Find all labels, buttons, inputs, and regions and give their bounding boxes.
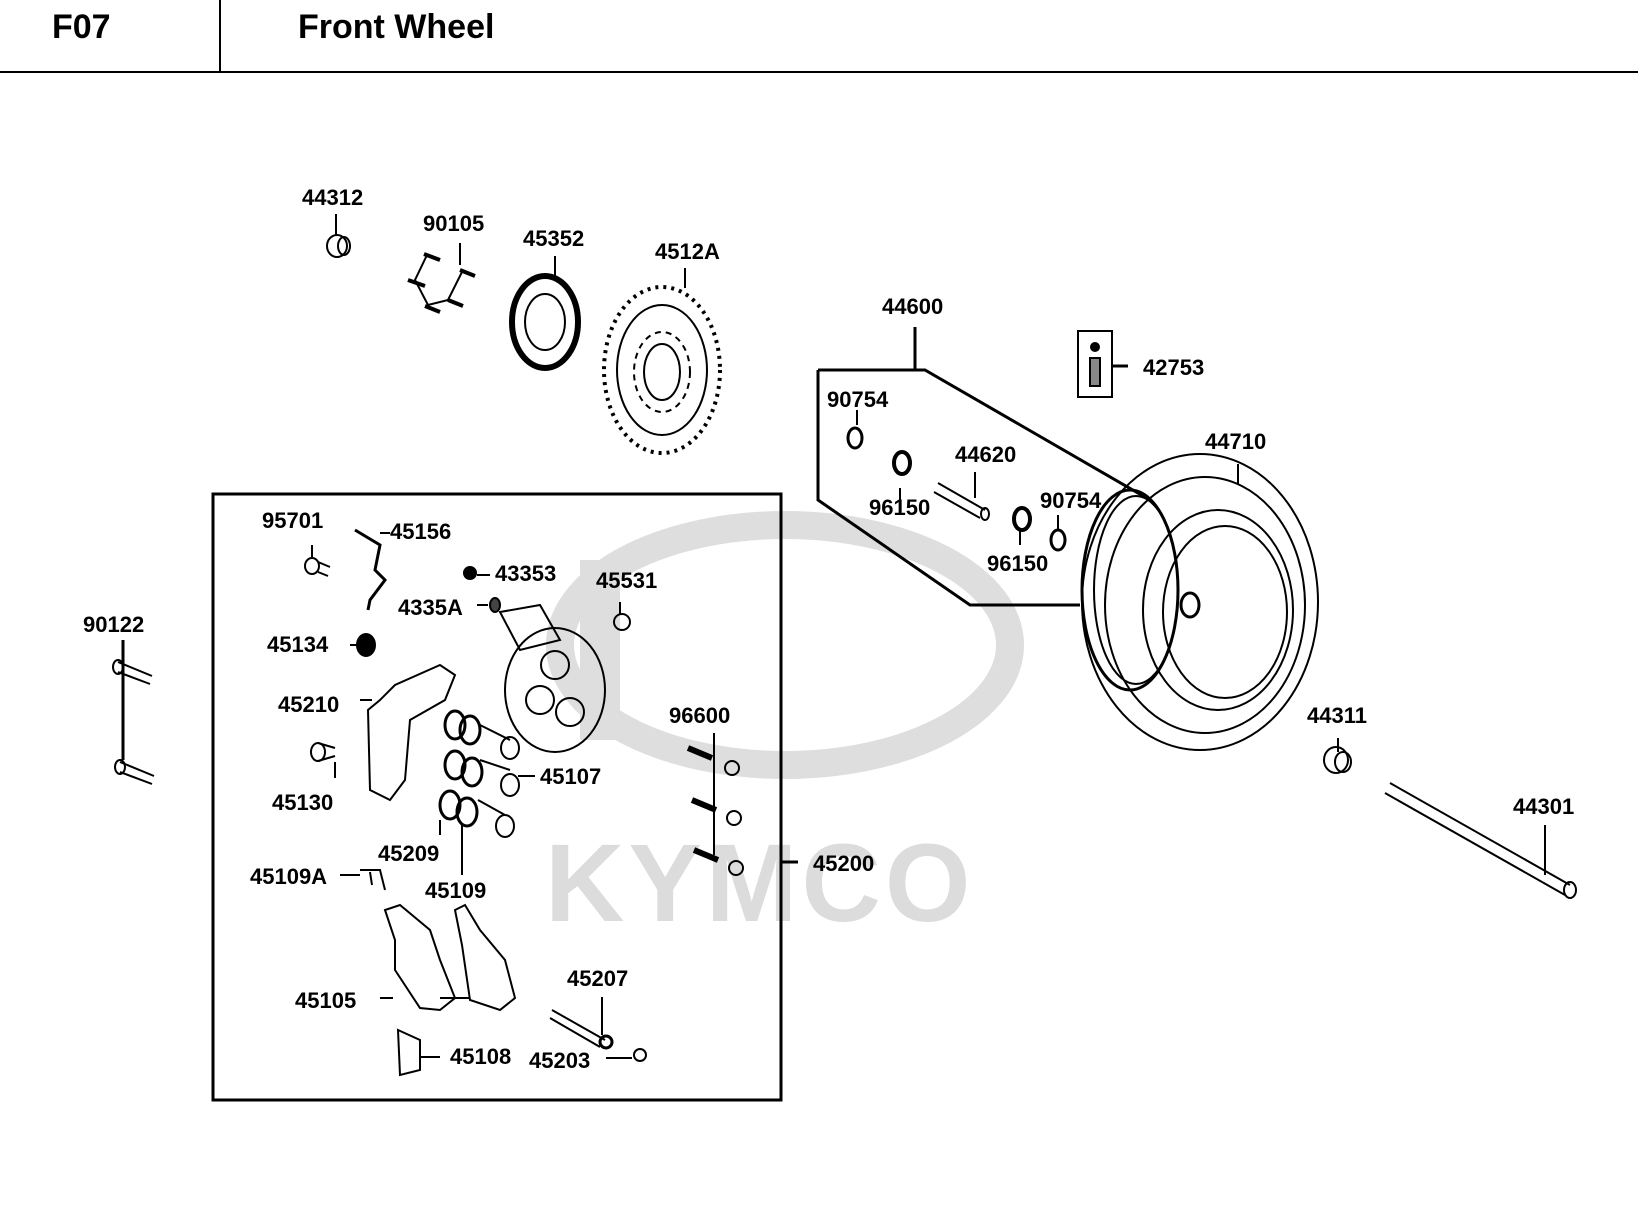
part-label-45134[interactable]: 45134 [267, 632, 329, 657]
part-label-45105[interactable]: 45105 [295, 988, 357, 1013]
header-divider [219, 0, 221, 71]
part-label-90122[interactable]: 90122 [83, 612, 145, 637]
hub-assembly-frame [816, 368, 1151, 607]
part-label-44311[interactable]: 44311 [1307, 703, 1367, 728]
part-label-45352[interactable]: 45352 [523, 226, 585, 251]
part-label-44312[interactable]: 44312 [302, 185, 364, 210]
part-label-90105[interactable]: 90105 [423, 211, 485, 236]
part-label-45109A[interactable]: 45109A [250, 864, 328, 889]
part-label-96150-b[interactable]: 96150 [987, 551, 1049, 576]
valve-frame [1077, 330, 1113, 398]
part-label-45130[interactable]: 45130 [272, 790, 334, 815]
part-label-45108[interactable]: 45108 [450, 1044, 512, 1069]
part-label-4335A[interactable]: 4335A [398, 595, 463, 620]
part-label-44620[interactable]: 44620 [955, 442, 1017, 467]
part-label-45107[interactable]: 45107 [540, 764, 602, 789]
part-label-45203[interactable]: 45203 [529, 1048, 591, 1073]
part-label-42753[interactable]: 42753 [1143, 355, 1205, 380]
part-label-4512A[interactable]: 4512A [655, 239, 720, 264]
part-label-45207[interactable]: 45207 [567, 966, 629, 991]
section-code: F07 [52, 8, 111, 46]
part-label-44710[interactable]: 44710 [1205, 429, 1267, 454]
part-label-45209[interactable]: 45209 [378, 841, 440, 866]
part-label-45109[interactable]: 45109 [425, 878, 487, 903]
page-header: F07 Front Wheel [0, 0, 1638, 73]
watermark-brand: KYMCO [545, 822, 975, 945]
part-label-90754-a[interactable]: 90754 [827, 387, 889, 412]
part-label-44301[interactable]: 44301 [1513, 794, 1575, 819]
part-label-96600[interactable]: 96600 [669, 703, 731, 728]
part-label-96150-a[interactable]: 96150 [869, 495, 931, 520]
part-label-45210[interactable]: 45210 [278, 692, 340, 717]
part-label-45200[interactable]: 45200 [813, 851, 875, 876]
part-label-44600[interactable]: 44600 [882, 294, 944, 319]
part-label-95701[interactable]: 95701 [262, 508, 324, 533]
part-label-43353[interactable]: 43353 [495, 561, 557, 586]
part-label-45156[interactable]: 45156 [390, 519, 452, 544]
part-label-90754-b[interactable]: 90754 [1040, 488, 1102, 513]
page-title: Front Wheel [298, 8, 495, 46]
part-label-45531[interactable]: 45531 [596, 568, 658, 593]
caliper-assembly-frame [211, 492, 783, 1102]
